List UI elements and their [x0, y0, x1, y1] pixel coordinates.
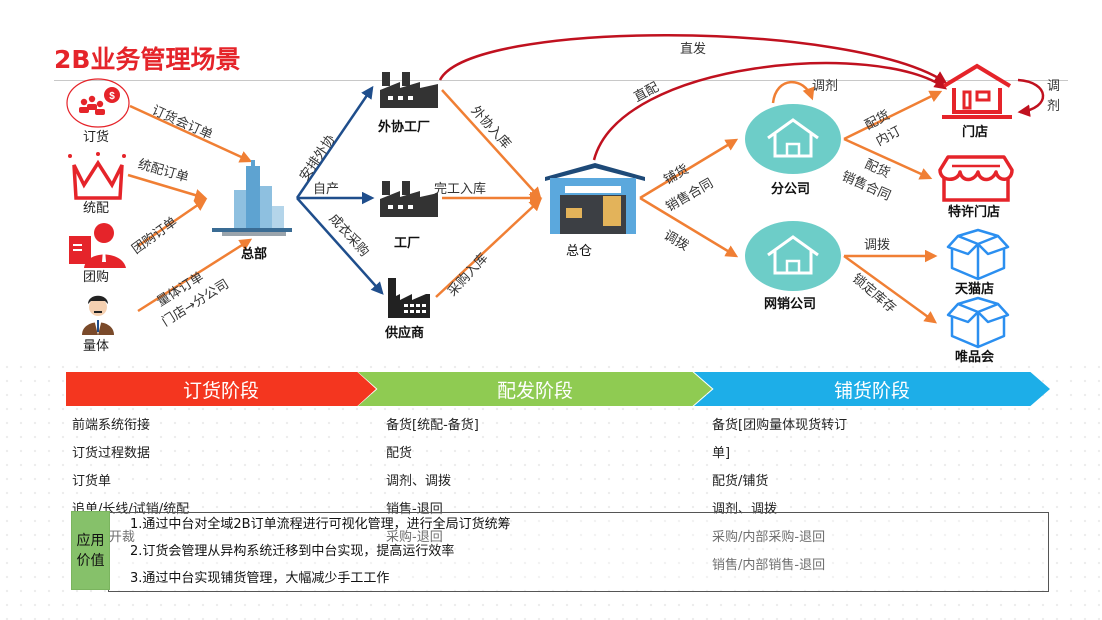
factory-icon	[380, 181, 438, 217]
stage-banner-distribution: 配发阶段	[358, 372, 712, 406]
stage-item: 调剂、调拨	[712, 502, 778, 517]
application-value-box	[108, 512, 1049, 592]
branch-company-icon	[745, 104, 841, 174]
edge-label-self-produce: 自产	[313, 182, 340, 197]
edge-outsource-in	[441, 89, 542, 200]
stage-item: 采购-退回	[386, 530, 443, 545]
edge-direct-ship	[438, 34, 948, 84]
stage-item: 单]	[712, 446, 731, 461]
inbound-edges	[435, 89, 543, 298]
node-label-factory: 工厂	[394, 236, 421, 251]
online-company-icon	[745, 221, 841, 291]
edge-transfer-online	[639, 196, 739, 258]
node-label-outsource-factory: 外协工厂	[378, 120, 431, 135]
warehouse-icon	[545, 163, 645, 234]
edge-group-buy	[137, 198, 208, 248]
edge-label-transfer-tmall: 调拨	[864, 238, 891, 253]
edge-purchase-in	[435, 198, 542, 298]
store-icon	[942, 63, 1012, 119]
source-label-order: 订货	[83, 130, 110, 145]
edge-store-adjust	[1017, 78, 1045, 117]
crown-icon	[68, 152, 126, 200]
node-label-store: 门店	[962, 125, 989, 140]
stage-stocking-items: 备货[团购量体现货转订 单] 配货/铺货 调剂、调拨 采购/内部采购-退回 销售…	[712, 418, 847, 586]
stage-item: 销售-退回	[386, 502, 443, 517]
direct-edges	[438, 34, 1045, 161]
node-label-tmall: 天猫店	[955, 282, 995, 297]
flow-diagram: $	[66, 34, 1045, 349]
stage-item: 采购/内部采购-退回	[712, 530, 826, 545]
stage-label-distribution: 配发阶段	[496, 379, 573, 402]
edge-label-store-adjust-2: 剂	[1047, 99, 1061, 114]
stage-item: 前端系统衔接	[72, 418, 151, 433]
edge-label-branch-adjust: 调剂	[812, 79, 839, 94]
stage-item: 配货	[386, 446, 413, 461]
tmall-box-icon	[946, 228, 1010, 281]
edge-label-direct-ship: 直发	[680, 42, 707, 57]
node-label-franchise-store: 特许门店	[948, 205, 1001, 220]
node-label-vip: 唯品会	[955, 350, 995, 365]
edge-stock-contract	[639, 138, 739, 200]
edge-direct-distribute	[592, 61, 948, 161]
edge-arrange-outsource	[295, 85, 374, 199]
stage-label-stocking: 铺货阶段	[833, 379, 910, 402]
stage-item: 备货[统配-备货]	[386, 418, 479, 433]
vip-box-icon	[946, 296, 1010, 349]
group-buy-icon	[69, 223, 126, 268]
edge-label-complete-in: 完工入库	[434, 182, 487, 197]
edge-order-meeting	[129, 104, 253, 163]
value-tag-line-2: 价值	[76, 552, 105, 569]
stage-label-order: 订货阶段	[182, 379, 259, 402]
stage-distribution-items: 备货[统配-备货] 配货 调剂、调拨 销售-退回 采购-退回	[386, 418, 479, 558]
svg-text:$: $	[109, 91, 115, 102]
node-label-supplier: 供应商	[385, 326, 425, 341]
stage-item: 订货过程数据	[72, 446, 151, 461]
stage-item: 配货/铺货	[712, 474, 769, 489]
edge-garment-purchase	[296, 197, 384, 295]
value-item-2: 2.订货会管理从异构系统迁移到中台实现，提高运行效率	[130, 544, 455, 559]
edge-branch-store	[843, 90, 943, 141]
edge-branch-franchise	[843, 137, 933, 180]
production-edges	[295, 85, 384, 295]
node-label-branch: 分公司	[771, 182, 811, 197]
stage-item: 销售/内部销售-退回	[712, 558, 826, 573]
stage-item: 订货单	[72, 474, 112, 489]
edge-unified	[127, 173, 208, 202]
node-label-hq: 总部	[241, 247, 268, 262]
value-tag-line-1: 应用	[76, 532, 105, 549]
outsource-factory-icon	[380, 72, 438, 108]
edge-online-vip	[843, 254, 938, 324]
value-item-3: 3.通过中台实现铺货管理，大幅减少手工工作	[130, 571, 390, 586]
supplier-factory-icon	[388, 278, 430, 318]
edge-tailor	[137, 238, 253, 313]
edge-branch-adjust	[771, 80, 815, 104]
source-label-tailor: 量体	[83, 339, 110, 354]
node-label-online-company: 网销公司	[764, 297, 817, 312]
source-label-unified: 统配	[83, 201, 110, 216]
order-meeting-icon: $	[66, 78, 130, 128]
source-label-group-buy: 团购	[83, 270, 110, 285]
source-edges	[127, 104, 253, 313]
stage-banner-order: 订货阶段	[66, 372, 376, 406]
page-title: 2B业务管理场景	[54, 45, 241, 74]
stage-banner-stocking: 铺货阶段	[694, 372, 1050, 406]
edge-label-store-adjust-1: 调	[1047, 79, 1061, 94]
stage-item: 调剂、调拨	[386, 474, 452, 489]
headquarters-building-icon	[212, 160, 292, 236]
tailor-person-icon	[82, 295, 114, 335]
node-label-warehouse: 总仓	[566, 244, 593, 259]
franchise-store-icon	[938, 155, 1014, 202]
header-divider	[54, 80, 1068, 81]
distribution-edges	[639, 80, 943, 324]
stage-item: 备货[团购量体现货转订	[712, 418, 848, 433]
application-value-tag: 应用 价值	[71, 511, 110, 590]
value-item-1: 1.通过中台对全域2B订单流程进行可视化管理，进行全局订货统筹	[130, 517, 511, 532]
